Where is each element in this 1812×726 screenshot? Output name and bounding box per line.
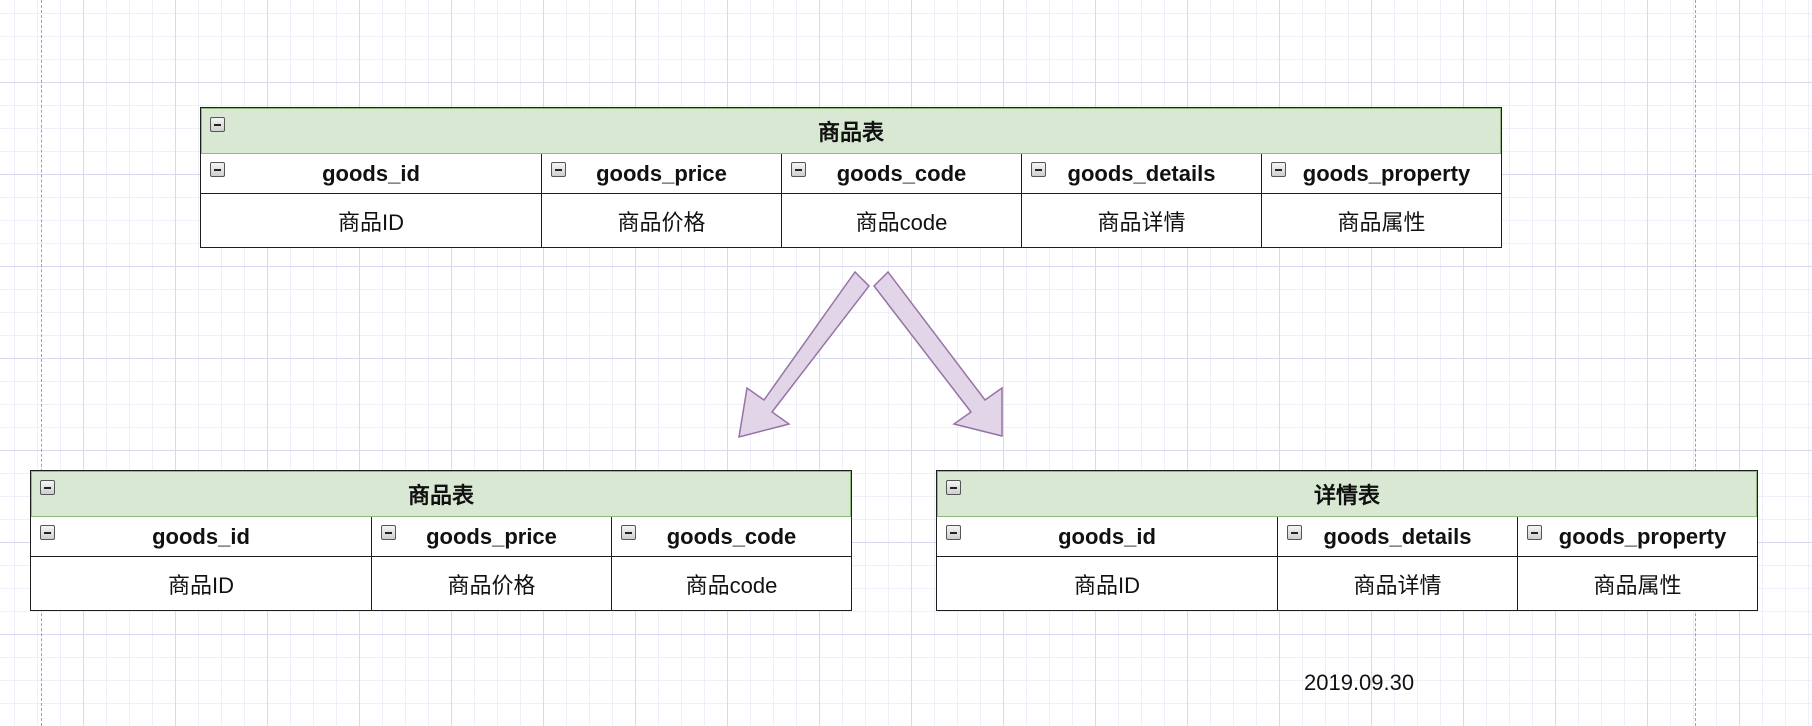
date-label: 2019.09.30 xyxy=(1304,670,1415,695)
column-header[interactable]: goods_property xyxy=(1262,154,1501,193)
column-name: goods_details xyxy=(1323,523,1472,549)
table-row: 商品ID 商品价格 商品code 商品详情 商品属性 xyxy=(201,194,1501,247)
column-header[interactable]: goods_id xyxy=(201,154,542,193)
collapse-icon[interactable] xyxy=(1287,525,1302,540)
table-title: 商品表 xyxy=(407,482,474,508)
column-desc[interactable]: 商品ID xyxy=(201,194,542,247)
collapse-icon[interactable] xyxy=(210,162,225,177)
table-header-row: goods_id goods_price goods_code goods_de… xyxy=(201,154,1501,194)
collapse-icon[interactable] xyxy=(1271,162,1286,177)
column-desc[interactable]: 商品ID xyxy=(937,557,1278,610)
collapse-icon[interactable] xyxy=(1031,162,1046,177)
collapse-icon[interactable] xyxy=(210,117,225,132)
column-header[interactable]: goods_id xyxy=(31,517,372,556)
column-name: goods_property xyxy=(1558,523,1727,549)
column-name: goods_details xyxy=(1067,160,1216,186)
column-header[interactable]: goods_price xyxy=(372,517,612,556)
column-name: goods_code xyxy=(666,523,797,549)
arrow-left[interactable] xyxy=(738,270,870,439)
collapse-icon[interactable] xyxy=(946,525,961,540)
collapse-icon[interactable] xyxy=(551,162,566,177)
column-desc[interactable]: 商品code xyxy=(685,572,778,598)
column-header[interactable]: goods_id xyxy=(937,517,1278,556)
column-header[interactable]: goods_property xyxy=(1518,517,1757,556)
details-table[interactable]: 详情表 goods_id goods_details goods_propert… xyxy=(936,470,1758,611)
column-name: goods_code xyxy=(836,160,967,186)
column-name: goods_price xyxy=(426,523,557,549)
column-header[interactable]: goods_price xyxy=(542,154,782,193)
table-header-row: goods_id goods_details goods_property xyxy=(937,517,1757,557)
table-row: 商品ID 商品详情 商品属性 xyxy=(937,557,1757,610)
collapse-icon[interactable] xyxy=(1527,525,1542,540)
collapse-icon[interactable] xyxy=(791,162,806,177)
table-row: 商品ID 商品价格 商品code xyxy=(31,557,851,610)
page-guide-left xyxy=(41,0,42,726)
table-title-bar[interactable]: 详情表 xyxy=(937,471,1757,517)
column-desc[interactable]: 商品code xyxy=(782,194,1022,247)
table-title-bar[interactable]: 商品表 xyxy=(31,471,851,517)
column-name: goods_price xyxy=(596,160,727,186)
column-desc[interactable]: 商品详情 xyxy=(1278,557,1518,610)
column-desc[interactable]: 商品属性 xyxy=(1593,572,1682,598)
source-table[interactable]: 商品表 goods_id goods_price goods_code good… xyxy=(200,107,1502,248)
collapse-icon[interactable] xyxy=(381,525,396,540)
column-desc[interactable]: 商品详情 xyxy=(1022,194,1262,247)
column-name: goods_id xyxy=(152,523,250,549)
column-desc[interactable]: 商品价格 xyxy=(372,557,612,610)
collapse-icon[interactable] xyxy=(40,480,55,495)
table-title-bar[interactable]: 商品表 xyxy=(201,108,1501,154)
arrow-right[interactable] xyxy=(873,270,1003,437)
table-title: 商品表 xyxy=(817,119,884,145)
collapse-icon[interactable] xyxy=(946,480,961,495)
column-header[interactable]: goods_details xyxy=(1022,154,1262,193)
page-guide-right xyxy=(1695,0,1696,726)
column-header[interactable]: goods_code xyxy=(612,517,851,556)
column-name: goods_id xyxy=(322,160,420,186)
column-desc[interactable]: 商品价格 xyxy=(542,194,782,247)
column-name: goods_property xyxy=(1302,160,1471,186)
column-desc[interactable]: 商品属性 xyxy=(1337,209,1426,235)
column-header[interactable]: goods_code xyxy=(782,154,1022,193)
column-desc[interactable]: 商品ID xyxy=(31,557,372,610)
column-header[interactable]: goods_details xyxy=(1278,517,1518,556)
goods-table[interactable]: 商品表 goods_id goods_price goods_code 商品ID… xyxy=(30,470,852,611)
collapse-icon[interactable] xyxy=(40,525,55,540)
table-header-row: goods_id goods_price goods_code xyxy=(31,517,851,557)
table-title: 详情表 xyxy=(1313,482,1380,508)
column-name: goods_id xyxy=(1058,523,1156,549)
collapse-icon[interactable] xyxy=(621,525,636,540)
